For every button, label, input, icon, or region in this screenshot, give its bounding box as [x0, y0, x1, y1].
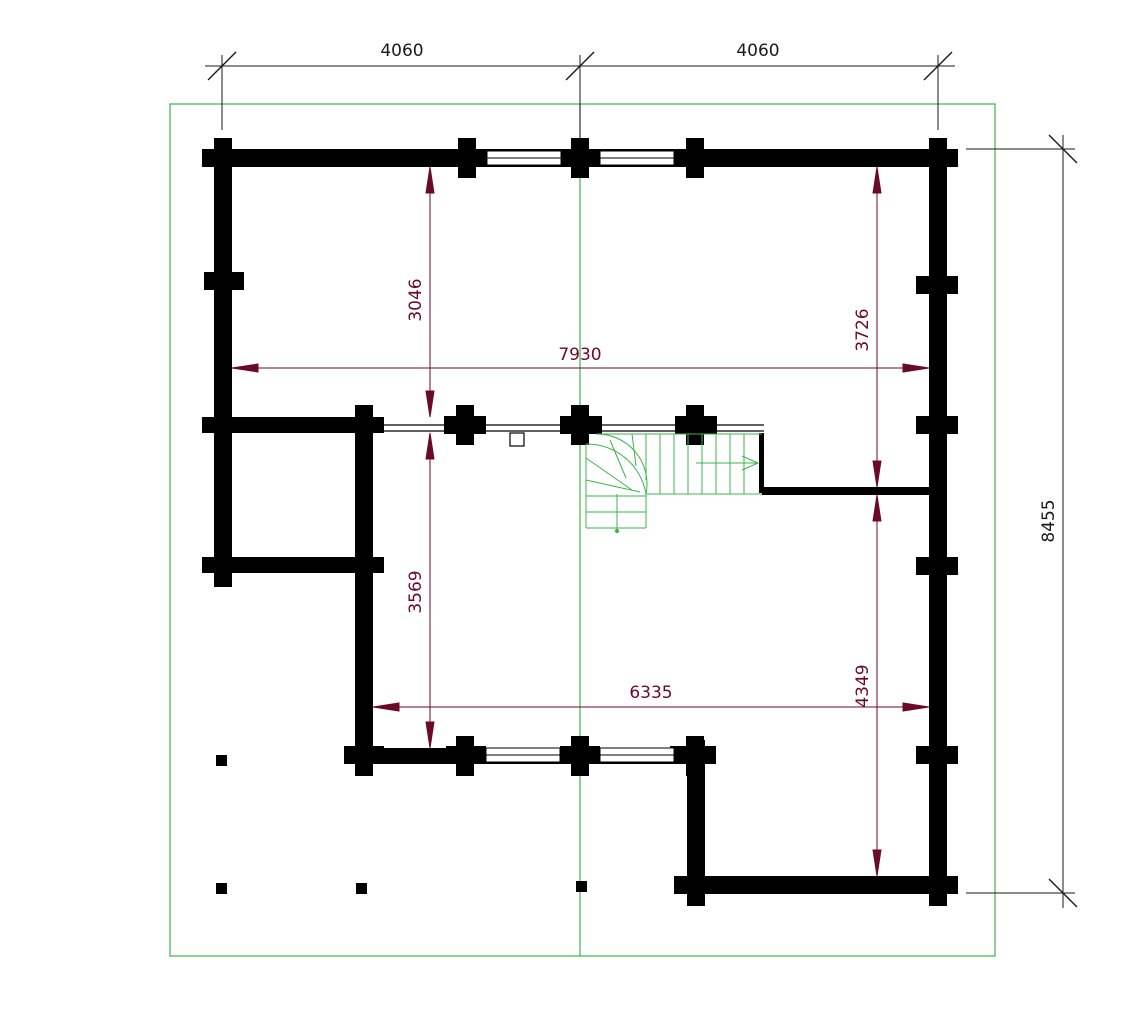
windows — [485, 150, 675, 763]
dim-upper-right-depth-label: 3726 — [853, 308, 873, 351]
wall-partition-right-post — [759, 433, 764, 493]
dim-lower-right-depth-label: 4349 — [853, 664, 873, 707]
interior-dimensions — [231, 166, 930, 877]
site-outline — [169, 103, 996, 957]
dim-upper-width-label: 7930 — [558, 345, 601, 365]
wall-right — [929, 149, 947, 894]
wall-partition-right — [762, 487, 929, 495]
top-dimension-line — [205, 51, 955, 140]
staircase — [585, 433, 762, 534]
dim-upper-left-depth-label: 3046 — [406, 278, 426, 321]
wall-bottom-right — [674, 876, 956, 894]
partition-niche — [509, 432, 525, 447]
post — [576, 881, 587, 892]
wall-inner-left — [355, 409, 373, 771]
dim-lower-width-label: 6335 — [629, 683, 672, 703]
post — [216, 755, 227, 766]
dim-top-left-label: 4060 — [380, 41, 423, 61]
post — [356, 883, 367, 894]
dim-top-right-label: 4060 — [736, 41, 779, 61]
wall-bottom-step — [687, 740, 705, 900]
wall-small-room-bottom — [214, 557, 384, 573]
dim-overall-height-label: 8455 — [1039, 499, 1059, 542]
post — [216, 883, 227, 894]
wall-mid-left — [214, 417, 384, 433]
interior-partition — [384, 424, 764, 447]
right-dimension-line — [966, 134, 1078, 908]
wall-left-upper — [214, 149, 232, 585]
dim-lower-left-depth-label: 3569 — [406, 570, 426, 613]
